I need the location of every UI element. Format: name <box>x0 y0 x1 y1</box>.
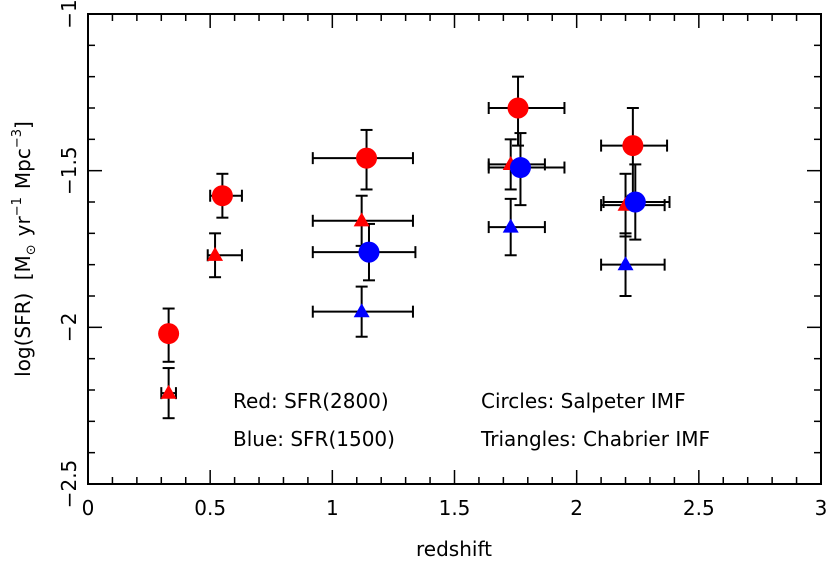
x-tick-label: 2.5 <box>683 496 715 520</box>
y-tick-label: −1 <box>57 0 81 29</box>
annotation-red: Red: SFR(2800) <box>233 389 389 413</box>
blue-triangle-point <box>502 218 519 233</box>
y-axis-label: log(SFR) [M⊙yr−1Mpc−3] <box>10 121 39 377</box>
red-triangle-point <box>353 212 370 227</box>
y-axis-label-main: log(SFR) <box>11 293 35 377</box>
red-circle-point <box>211 185 233 207</box>
red-circle-point <box>507 97 529 119</box>
x-axis-label: redshift <box>416 537 492 561</box>
x-tick-label: 3 <box>815 496 828 520</box>
red-circle-point <box>356 147 378 169</box>
annotation-triangles: Triangles: Chabrier IMF <box>480 427 710 451</box>
red-triangle-point <box>160 384 177 399</box>
y-axis-unit-mass: M <box>11 255 35 272</box>
blue-circle-point <box>358 241 380 263</box>
y-axis-unit-yr-exp: −1 <box>10 197 25 216</box>
plot-frame <box>87 13 822 485</box>
error-bars <box>160 75 671 420</box>
annotation-blue: Blue: SFR(1500) <box>233 427 395 451</box>
y-tick-label: −1.5 <box>57 146 81 195</box>
y-axis-unit-mpc-exp: −3 <box>10 129 25 148</box>
red-circle-point <box>158 323 180 345</box>
blue-triangle-point <box>617 256 634 271</box>
x-tick-label: 1.5 <box>439 496 471 520</box>
annotation-circles: Circles: Salpeter IMF <box>481 389 686 413</box>
y-tick-label: −2.5 <box>57 460 81 509</box>
blue-circle-point <box>624 191 646 213</box>
blue-triangle-point <box>353 303 370 318</box>
x-tick-label: 0.5 <box>194 496 226 520</box>
red-triangle-point <box>207 246 224 261</box>
x-tick-label: 1 <box>326 496 339 520</box>
y-axis-unit-mpc: Mpc <box>11 148 35 189</box>
blue-circle-point <box>509 157 531 179</box>
y-tick-label: −2 <box>57 313 81 342</box>
x-tick-label: 2 <box>570 496 583 520</box>
data-markers <box>158 97 646 399</box>
svg-text:log(SFR) [M⊙yr−1Mpc−3]: log(SFR) [M⊙yr−1Mpc−3] <box>10 121 39 377</box>
red-circle-point <box>622 135 644 157</box>
x-tick-label: 0 <box>82 496 95 520</box>
sun-symbol: ⊙ <box>24 244 39 255</box>
axis-ticks: 0 0.5 1 1.5 2 2.5 3 −2.5 −2 −1.5 −1 <box>57 0 827 520</box>
y-axis-unit-yr: yr <box>11 215 35 236</box>
